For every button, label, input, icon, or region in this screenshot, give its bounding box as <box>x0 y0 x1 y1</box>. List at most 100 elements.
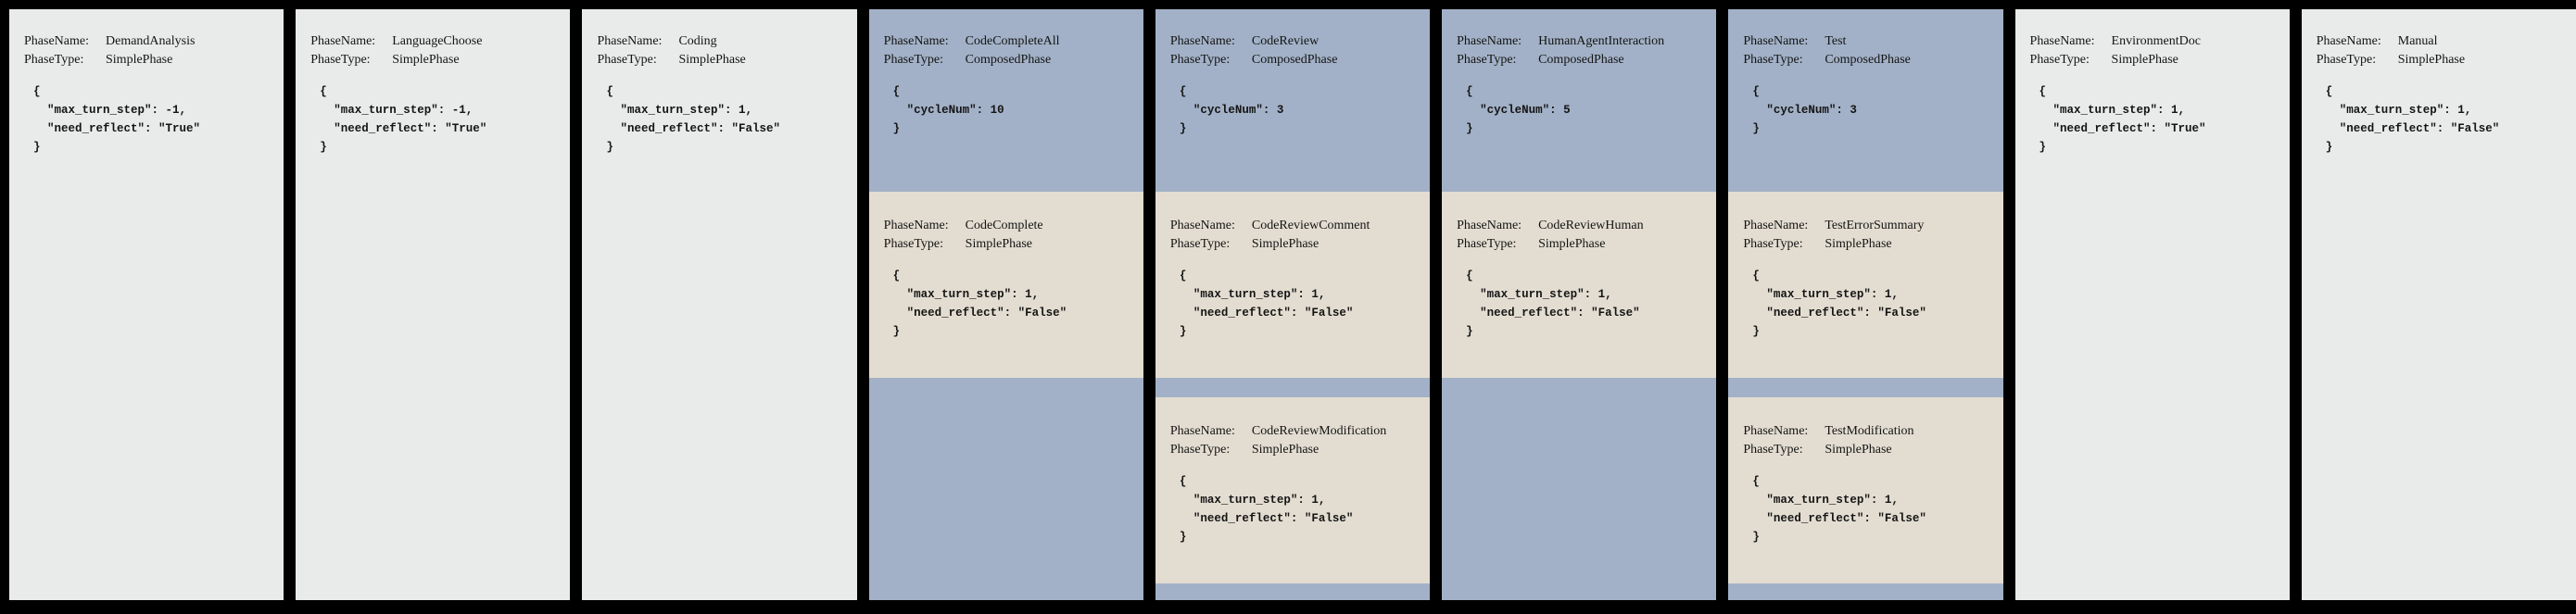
phase-card: PhaseName: Test PhaseType: ComposedPhase… <box>1728 9 2003 600</box>
phase-type-value: SimplePhase <box>1251 237 1320 251</box>
phase-config-json: { "max_turn_step": 1, "need_reflect": "F… <box>1179 269 1354 338</box>
phase-type-value: ComposedPhase <box>1825 53 1911 67</box>
phase-type-row: PhaseType: SimplePhase <box>2317 51 2565 69</box>
phase-type-value: SimplePhase <box>392 53 460 67</box>
phase-type-label: PhaseType: <box>597 53 657 67</box>
phase-card: PhaseName: DemandAnalysis PhaseType: Sim… <box>9 9 284 600</box>
phase-type-value: SimplePhase <box>1825 443 1892 457</box>
phase-name-label: PhaseName: <box>883 34 949 48</box>
phase-name-label: PhaseName: <box>1169 219 1235 232</box>
phase-type-row: PhaseType: ComposedPhase <box>884 51 1132 69</box>
phase-type-row: PhaseType: ComposedPhase <box>1170 51 1419 69</box>
phase-type-value: SimplePhase <box>106 53 173 67</box>
phase-type-row: PhaseType: SimplePhase <box>24 51 272 69</box>
phase-card: PhaseName: HumanAgentInteraction PhaseTy… <box>1442 9 1717 600</box>
phase-type-row: PhaseType: SimplePhase <box>1457 235 1705 254</box>
phase-card: PhaseName: Coding PhaseType: SimplePhase… <box>582 9 857 600</box>
phase-name-row: PhaseName: CodeComplete <box>884 217 1132 235</box>
phase-header: PhaseName: HumanAgentInteraction PhaseTy… <box>1442 9 1716 192</box>
phase-type-value: SimplePhase <box>1251 443 1320 457</box>
phase-name-value: CodeReview <box>1251 34 1320 48</box>
phase-type-value: ComposedPhase <box>1251 53 1338 67</box>
phase-type-row: PhaseType: SimplePhase <box>597 51 845 69</box>
phase-header: PhaseName: CodeReview PhaseType: Compose… <box>1155 9 1430 192</box>
phase-type-label: PhaseType: <box>1169 237 1231 251</box>
subphase-card: PhaseName: CodeComplete PhaseType: Simpl… <box>868 192 1143 378</box>
phase-type-value: SimplePhase <box>2397 53 2466 67</box>
phase-type-label: PhaseType: <box>1743 443 1803 457</box>
phase-type-label: PhaseType: <box>1169 53 1231 67</box>
phase-header: PhaseName: Manual PhaseType: SimplePhase… <box>2302 9 2576 157</box>
phase-name-label: PhaseName: <box>1743 34 1809 48</box>
phase-config-json: { "max_turn_step": 1, "need_reflect": "T… <box>2039 85 2206 154</box>
phase-name-label: PhaseName: <box>1169 34 1235 48</box>
phase-name-value: Test <box>1825 34 1847 48</box>
phase-type-value: SimplePhase <box>2111 53 2178 67</box>
phase-name-label: PhaseName: <box>1457 34 1522 48</box>
subphase-card: PhaseName: TestModification PhaseType: S… <box>1728 397 2003 583</box>
phase-config-json: { "cycleNum": 5 } <box>1466 85 1571 135</box>
phase-config-json: { "max_turn_step": 1, "need_reflect": "F… <box>2325 85 2500 154</box>
phase-type-label: PhaseType: <box>883 53 943 67</box>
phase-name-row: PhaseName: CodeReviewModification <box>1170 422 1419 441</box>
phase-name-value: CodeReviewComment <box>1251 219 1370 232</box>
phase-config-json: { "max_turn_step": 1, "need_reflect": "F… <box>1179 475 1354 544</box>
phase-name-row: PhaseName: LanguageChoose <box>310 32 559 51</box>
phase-name-label: PhaseName: <box>2316 34 2381 48</box>
phase-header: PhaseName: Coding PhaseType: SimplePhase… <box>582 9 856 157</box>
phase-config-json: { "max_turn_step": 1, "need_reflect": "F… <box>606 85 780 154</box>
phase-name-label: PhaseName: <box>597 34 663 48</box>
phase-type-label: PhaseType: <box>1457 237 1517 251</box>
phase-card: PhaseName: CodeReview PhaseType: Compose… <box>1155 9 1431 600</box>
phase-header: PhaseName: LanguageChoose PhaseType: Sim… <box>296 9 570 157</box>
phase-type-label: PhaseType: <box>1743 53 1803 67</box>
phase-name-row: PhaseName: TestModification <box>1743 422 1991 441</box>
phase-config-json: { "cycleNum": 10 } <box>892 85 1004 135</box>
phase-config-json: { "cycleNum": 3 } <box>1752 85 1857 135</box>
phase-type-label: PhaseType: <box>1169 443 1231 457</box>
phase-name-row: PhaseName: EnvironmentDoc <box>2030 32 2279 51</box>
phase-config-json: { "max_turn_step": 1, "need_reflect": "F… <box>1752 475 1926 544</box>
phase-type-label: PhaseType: <box>2316 53 2377 67</box>
phase-name-value: TestErrorSummary <box>1825 219 1925 232</box>
subphase-card: PhaseName: CodeReviewHuman PhaseType: Si… <box>1442 192 1717 378</box>
phase-type-label: PhaseType: <box>1457 53 1517 67</box>
phase-name-label: PhaseName: <box>2029 34 2095 48</box>
phase-name-label: PhaseName: <box>883 219 949 232</box>
phase-name-value: CodeReviewHuman <box>1538 219 1644 232</box>
phase-name-value: CodeReviewModification <box>1251 424 1387 438</box>
phase-type-row: PhaseType: SimplePhase <box>884 235 1132 254</box>
phase-type-value: SimplePhase <box>678 53 746 67</box>
phase-name-label: PhaseName: <box>24 34 89 48</box>
phase-type-value: SimplePhase <box>1538 237 1606 251</box>
phase-type-row: PhaseType: SimplePhase <box>1743 235 1991 254</box>
phase-name-label: PhaseName: <box>1743 219 1809 232</box>
phase-type-row: PhaseType: SimplePhase <box>1170 441 1419 459</box>
phase-type-label: PhaseType: <box>883 237 943 251</box>
phase-card: PhaseName: CodeCompleteAll PhaseType: Co… <box>868 9 1143 600</box>
phase-card: PhaseName: LanguageChoose PhaseType: Sim… <box>296 9 571 600</box>
phase-name-label: PhaseName: <box>1169 424 1235 438</box>
phase-config-json: { "max_turn_step": -1, "need_reflect": "… <box>320 85 487 154</box>
phase-header: PhaseName: DemandAnalysis PhaseType: Sim… <box>9 9 284 157</box>
phase-name-value: Manual <box>2397 34 2438 48</box>
phase-type-label: PhaseType: <box>1743 237 1803 251</box>
phase-type-value: SimplePhase <box>965 237 1032 251</box>
phase-name-label: PhaseName: <box>1457 219 1522 232</box>
phase-type-value: SimplePhase <box>1825 237 1892 251</box>
subphase-card: PhaseName: CodeReviewModification PhaseT… <box>1155 397 1431 583</box>
phase-type-value: ComposedPhase <box>1538 53 1624 67</box>
phase-name-value: DemandAnalysis <box>106 34 196 48</box>
phase-name-value: Coding <box>678 34 717 48</box>
phase-name-value: EnvironmentDoc <box>2111 34 2201 48</box>
phase-type-row: PhaseType: SimplePhase <box>2030 51 2279 69</box>
phase-name-value: CodeCompleteAll <box>965 34 1060 48</box>
phase-header: PhaseName: CodeCompleteAll PhaseType: Co… <box>869 9 1143 192</box>
phase-name-row: PhaseName: HumanAgentInteraction <box>1457 32 1705 51</box>
phase-type-row: PhaseType: SimplePhase <box>310 51 559 69</box>
phase-name-label: PhaseName: <box>1743 424 1809 438</box>
phase-name-row: PhaseName: Coding <box>597 32 845 51</box>
phase-name-row: PhaseName: Test <box>1743 32 1991 51</box>
phase-type-row: PhaseType: ComposedPhase <box>1457 51 1705 69</box>
